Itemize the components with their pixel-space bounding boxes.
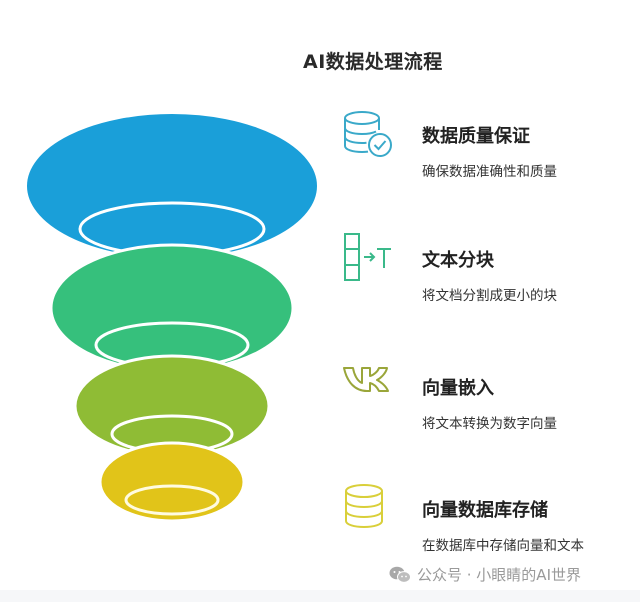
funnel-layer-data-quality	[25, 112, 319, 260]
funnel-graphic	[25, 112, 319, 523]
step-data-quality: 数据质量保证 确保数据准确性和质量	[340, 108, 630, 198]
step-label: 向量嵌入	[422, 378, 494, 399]
funnel-layer-vector-db-ring	[124, 484, 220, 516]
step-description: 将文档分割成更小的块	[422, 288, 557, 304]
watermark: 公众号 · 小眼睛的AI世界	[389, 564, 581, 585]
step-description: 在数据库中存储向量和文本	[422, 538, 584, 554]
diagram-title: AI数据处理流程	[303, 51, 443, 73]
step-vector-db-storage: 向量数据库存储 在数据库中存储向量和文本	[340, 482, 630, 572]
funnel-layer-text-chunking	[49, 243, 295, 373]
watermark-text: 公众号 · 小眼睛的AI世界	[417, 566, 581, 584]
database-icon	[345, 484, 383, 529]
vk-logo-icon	[343, 367, 389, 392]
funnel-layer-vector-embedding	[73, 354, 271, 458]
database-check-icon	[344, 111, 392, 157]
funnel-layer-vector-db	[98, 441, 246, 523]
step-label: 向量数据库存储	[422, 500, 548, 521]
footer-band	[0, 590, 640, 602]
step-description: 确保数据准确性和质量	[422, 164, 557, 180]
text-split-icon	[344, 233, 391, 281]
step-label: 文本分块	[422, 250, 494, 271]
step-description: 将文本转换为数字向量	[422, 416, 557, 432]
step-label: 数据质量保证	[422, 126, 530, 147]
step-text-chunking: 文本分块 将文档分割成更小的块	[340, 232, 630, 322]
step-vector-embedding: 向量嵌入 将文本转换为数字向量	[340, 360, 630, 450]
wechat-icon	[389, 566, 411, 583]
